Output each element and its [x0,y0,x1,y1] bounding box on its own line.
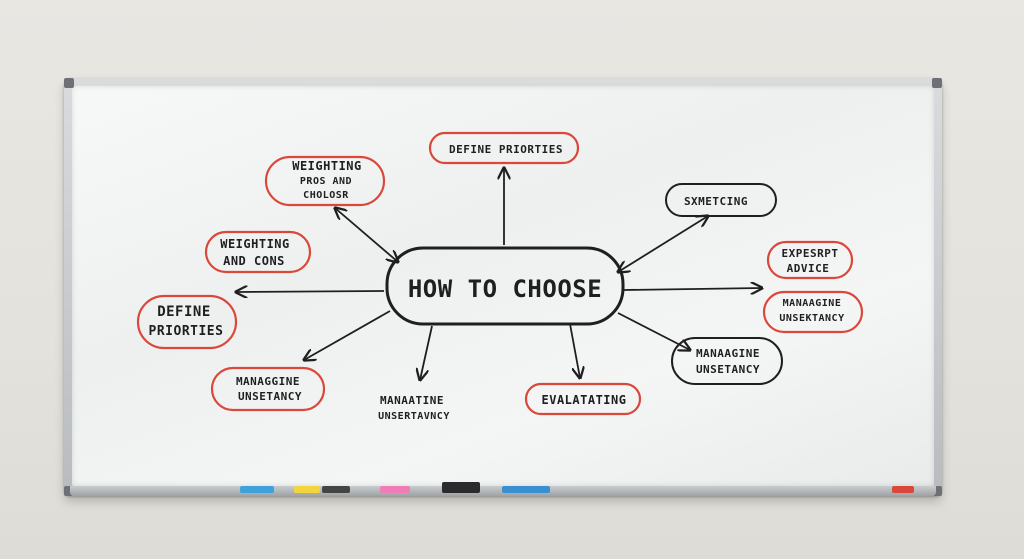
arrow-to-evaluating [569,323,580,378]
arrow-to-expert-advice [623,288,762,290]
arrow-to-managing-lower-right [617,312,690,350]
arrow-to-define-priorities-left [236,291,385,292]
weighting-cons-line2: AND CONS [223,254,285,268]
managing-left-line2: UNSETANCY [238,390,302,403]
expert-advice-outline [766,240,854,280]
yellow-marker [294,486,320,493]
managing-bottom-line1: MANAATINE [380,394,444,407]
managing-left-line1: MANAGGINE [236,375,300,388]
managing-right-outline [762,290,864,334]
managing-lower-right-outline [671,337,783,385]
arrow-to-weighting-pros [335,208,398,262]
evaluating-outline [524,382,642,416]
arrow-to-managing-left [304,310,391,360]
weighting-cons-outline [204,230,312,274]
expert-advice-line1: EXPESRPT [782,247,839,260]
whiteboard-surface [72,86,934,486]
managing-lower-right-line2: UNSETANCY [696,363,760,376]
central-topic-text: HOW TO CHOOSE [408,275,602,303]
managing-left-outline [210,366,326,412]
define-priorities-top-outline [428,131,580,165]
expert-advice-line2: ADVICE [787,262,830,275]
sxmetcing-outline [665,183,777,217]
sxmetcing-text: SXMETCING [684,195,748,208]
blue-marker [240,486,274,493]
dark-marker [322,486,350,493]
define-priorities-left-outline [136,294,238,350]
managing-bottom-line2: UNSERTAVNCY [378,411,450,422]
define-priorities-top-text: DEFINE PRIORTIES [449,143,563,156]
arrow-to-sxmetcing [618,216,708,272]
frame-corner-top-right [932,78,942,88]
weighting-pros-line1: WEIGHTING [292,159,362,173]
central-topic-outline [385,246,625,326]
managing-right-line2: UNSEKTANCY [779,313,844,324]
weighting-pros-line3: CHOLOSR [303,190,349,201]
weighting-cons-line1: WEIGHTING [220,237,290,251]
managing-lower-right-line1: MANAAGINE [696,347,760,360]
evaluating-text: EVALATATING [542,393,627,407]
eraser [442,482,480,493]
define-priorities-left-line1: DEFINE [157,304,211,320]
frame-corner-top-left [64,78,74,88]
frame-corner-bottom-right [932,486,942,496]
define-priorities-left-line2: PRIORTIES [149,324,224,339]
managing-right-line1: MANAAGINE [783,298,842,309]
frame-corner-bottom-left [64,486,74,496]
arrow-to-managing-bottom [420,325,433,380]
pink-marker [380,486,410,493]
weighting-pros-outline [264,155,386,207]
blue-marker-2 [502,486,550,493]
red-marker [892,486,914,493]
weighting-pros-line2: PROS AND [300,176,352,187]
